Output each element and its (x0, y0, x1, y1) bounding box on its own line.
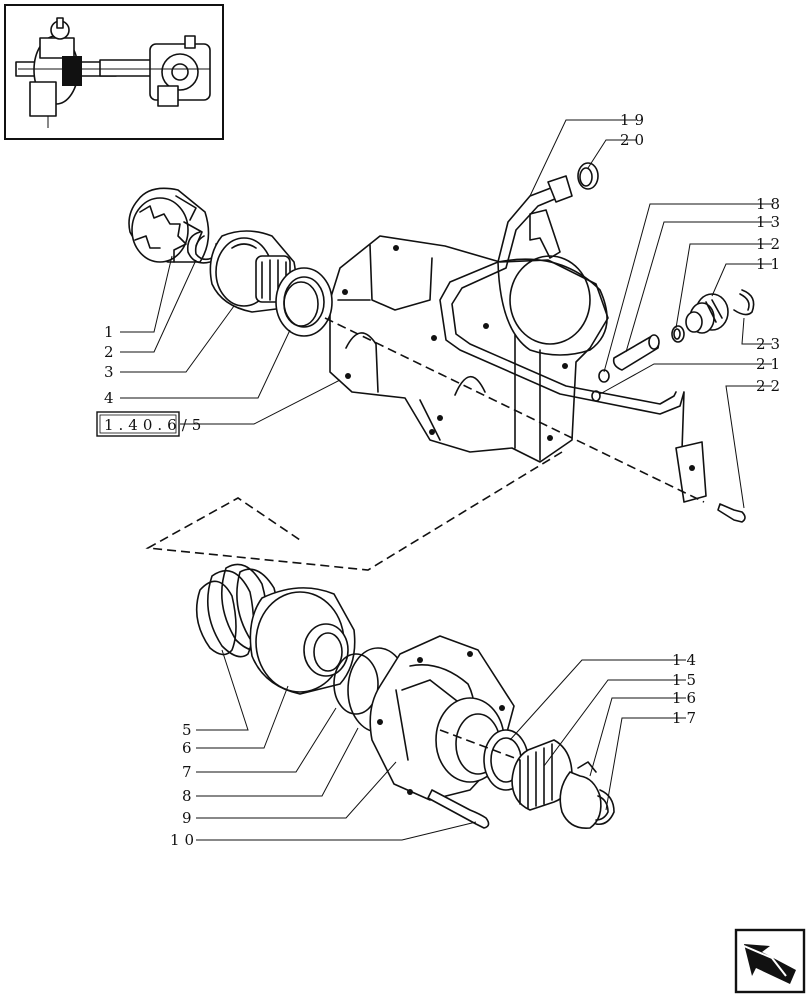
part-20-o-ring (577, 162, 599, 190)
leader-lines (120, 119, 772, 841)
reference-label: 1.40.6/5 (104, 416, 206, 434)
part-23-circlip (733, 289, 755, 316)
axle-assembly-thumbnail-icon[interactable] (4, 4, 224, 140)
part-label: 14 (672, 651, 701, 669)
part-label: 7 (182, 763, 197, 781)
part-13-pin (612, 334, 660, 371)
part-1-coupling-sleeve (128, 187, 210, 263)
part-label: 22 (756, 377, 785, 395)
part-15-splined-shaft (511, 739, 573, 811)
part-label: 15 (672, 671, 701, 689)
part-label: 9 (182, 809, 197, 827)
part-label: 12 (756, 235, 785, 253)
part-4-thrust-washer (275, 267, 333, 337)
part-label: 2 (104, 343, 119, 361)
part-label: 6 (182, 739, 197, 757)
part-11-valve-plug (685, 293, 729, 334)
part-label: 16 (672, 689, 701, 707)
part-label: 1 (104, 323, 119, 341)
part-label: 23 (756, 335, 785, 353)
part-label: 21 (756, 355, 785, 373)
part-18-seal-ring (598, 369, 610, 383)
part-label: 3 (104, 363, 119, 381)
part-label: 20 (620, 131, 649, 149)
part-17-circlip (595, 789, 615, 826)
part-21-o-ring (591, 390, 601, 402)
part-12-o-ring (671, 325, 685, 343)
part-label: 18 (756, 195, 785, 213)
part-19-lubrication-pipe (439, 175, 707, 503)
part-label: 10 (170, 831, 199, 849)
alignment-lines (145, 317, 705, 761)
reference-box[interactable]: 1.40.6/5 (96, 411, 206, 437)
previous-page-arrow-icon[interactable] (734, 928, 806, 994)
part-labels: 1 2 3 4 5 6 7 8 9 10 11 12 13 14 15 16 1… (104, 111, 785, 849)
part-6-piston (249, 587, 356, 695)
part-22-bolt (717, 503, 746, 523)
part-7-o-ring (333, 653, 379, 715)
part-label: 8 (182, 787, 197, 805)
part-label: 17 (672, 709, 701, 727)
part-label: 19 (620, 111, 649, 129)
part-label: 11 (756, 255, 785, 273)
part-label: 13 (756, 213, 785, 231)
part-10-bolt (427, 789, 490, 829)
axle-housing (329, 235, 609, 463)
part-16-lock-plate (559, 761, 602, 829)
part-label: 4 (104, 389, 119, 407)
part-label: 5 (182, 721, 197, 739)
